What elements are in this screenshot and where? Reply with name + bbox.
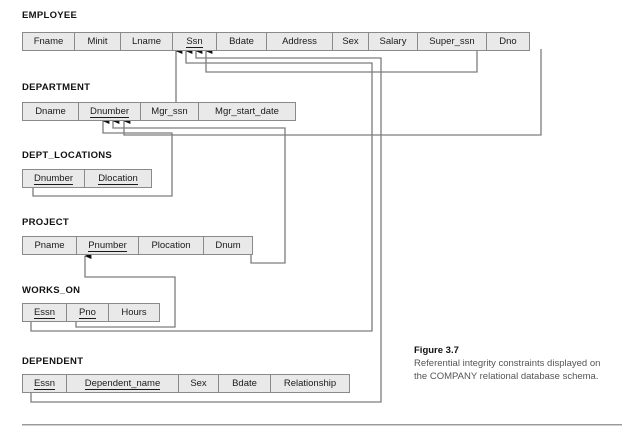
relation-title-dependent: DEPENDENT bbox=[22, 356, 84, 367]
attribute-dependent-sex[interactable]: Sex bbox=[179, 375, 219, 392]
attribute-works-on-essn[interactable]: Essn bbox=[23, 304, 67, 321]
attribute-department-dname[interactable]: Dname bbox=[23, 103, 79, 120]
attribute-works-on-pno[interactable]: Pno bbox=[67, 304, 109, 321]
attribute-project-pnumber[interactable]: Pnumber bbox=[77, 237, 139, 254]
attribute-employee-fname[interactable]: Fname bbox=[23, 33, 75, 50]
relation-row-works-on: Essn Pno Hours bbox=[22, 303, 160, 322]
attribute-employee-sex[interactable]: Sex bbox=[333, 33, 369, 50]
figure-description: Referential integrity constraints displa… bbox=[414, 358, 601, 382]
relation-row-project: Pname Pnumber Plocation Dnum bbox=[22, 236, 253, 255]
relation-title-department: DEPARTMENT bbox=[22, 82, 91, 93]
fk-link-works-on-essn-to-employee-ssn bbox=[30, 48, 373, 332]
relation-title-project: PROJECT bbox=[22, 217, 69, 228]
attribute-employee-dno[interactable]: Dno bbox=[487, 33, 529, 50]
attribute-dependent-relationship[interactable]: Relationship bbox=[271, 375, 349, 392]
attribute-employee-minit[interactable]: Minit bbox=[75, 33, 121, 50]
attribute-department-mgr-start-date[interactable]: Mgr_start_date bbox=[199, 103, 295, 120]
attribute-works-on-hours[interactable]: Hours bbox=[109, 304, 159, 321]
attribute-employee-address[interactable]: Address bbox=[267, 33, 333, 50]
bottom-divider bbox=[22, 424, 622, 426]
attribute-dept-locations-dlocation[interactable]: Dlocation bbox=[85, 170, 151, 187]
fk-link-employee-super-ssn-to-employee-ssn bbox=[205, 48, 478, 73]
attribute-project-dnum[interactable]: Dnum bbox=[204, 237, 252, 254]
attribute-employee-ssn[interactable]: Ssn bbox=[173, 33, 217, 50]
attribute-dependent-dependent-name[interactable]: Dependent_name bbox=[67, 375, 179, 392]
relation-title-employee: EMPLOYEE bbox=[22, 10, 78, 21]
attribute-employee-salary[interactable]: Salary bbox=[369, 33, 418, 50]
figure-caption: Figure 3.7 Referential integrity constra… bbox=[414, 345, 604, 383]
attribute-department-mgr-ssn[interactable]: Mgr_ssn bbox=[141, 103, 199, 120]
relation-row-employee: Fname Minit Lname Ssn Bdate Address Sex … bbox=[22, 32, 530, 51]
attribute-department-dnumber[interactable]: Dnumber bbox=[79, 103, 141, 120]
attribute-dept-locations-dnumber[interactable]: Dnumber bbox=[23, 170, 85, 187]
attribute-employee-lname[interactable]: Lname bbox=[121, 33, 173, 50]
relation-row-department: Dname Dnumber Mgr_ssn Mgr_start_date bbox=[22, 102, 296, 121]
attribute-project-pname[interactable]: Pname bbox=[23, 237, 77, 254]
figure-number: Figure 3.7 bbox=[414, 345, 459, 356]
relation-title-dept-locations: DEPT_LOCATIONS bbox=[22, 150, 113, 161]
attribute-employee-bdate[interactable]: Bdate bbox=[217, 33, 267, 50]
attribute-employee-super-ssn[interactable]: Super_ssn bbox=[418, 33, 487, 50]
attribute-dependent-bdate[interactable]: Bdate bbox=[219, 375, 271, 392]
attribute-project-plocation[interactable]: Plocation bbox=[139, 237, 204, 254]
relation-row-dept-locations: Dnumber Dlocation bbox=[22, 169, 152, 188]
relation-title-works-on: WORKS_ON bbox=[22, 285, 81, 296]
relation-row-dependent: Essn Dependent_name Sex Bdate Relationsh… bbox=[22, 374, 350, 393]
attribute-dependent-essn[interactable]: Essn bbox=[23, 375, 67, 392]
fk-link-employee-dno-to-department-dnumber bbox=[123, 49, 542, 136]
